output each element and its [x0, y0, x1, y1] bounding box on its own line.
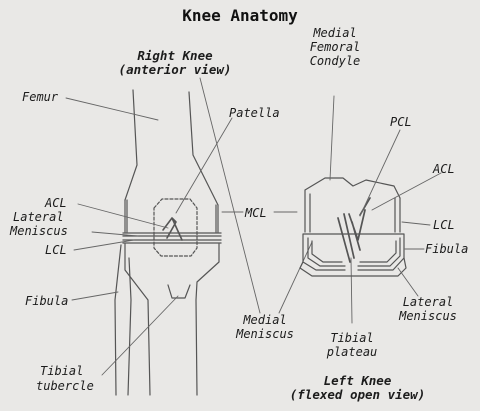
right-acl: [162, 217, 183, 241]
right-knee-heading-line1: Right Knee: [137, 48, 213, 63]
left-knee-heading-line1: Left Knee: [323, 373, 392, 388]
label-left-fibula: Fibula: [425, 242, 469, 256]
right-knee-drawing: [65, 89, 233, 396]
label-left-lateral-meniscus-2: Meniscus: [399, 309, 457, 323]
label-pcl: PCL: [390, 115, 412, 129]
label-tibial-plateau-1: Tibial: [330, 331, 374, 345]
left-knee-heading-line2: (flexed open view): [289, 387, 426, 402]
right-menisci: [122, 232, 222, 244]
label-tibial-plateau-2: plateau: [326, 345, 378, 359]
left-femoral-condyles: [304, 177, 401, 233]
label-tibial-plateau: Tibial plateau: [322, 331, 382, 359]
right-patella: [153, 198, 198, 257]
right-joint-block: [124, 199, 219, 233]
label-mfc-3: Condyle: [309, 54, 361, 68]
label-right-fibula: Fibula: [25, 294, 69, 308]
label-patella: Patella: [229, 106, 280, 120]
right-leader-lines: [65, 97, 233, 376]
label-left-acl: ACL: [433, 162, 455, 176]
label-right-lateral-meniscus-2: Meniscus: [10, 224, 68, 238]
right-fibula-outline: [114, 244, 132, 396]
left-knee-drawing: [299, 95, 442, 297]
label-left-lateral-meniscus-1: Lateral: [402, 295, 454, 309]
label-medial-femoral-condyle: Medial Femoral Condyle: [300, 26, 370, 68]
label-medial-meniscus-1: Medial: [243, 313, 287, 327]
label-mfc-2: Femoral: [309, 40, 361, 54]
label-medial-meniscus-2: Meniscus: [236, 327, 294, 341]
label-mcl: MCL: [245, 206, 267, 220]
right-femur-outline: [124, 89, 219, 206]
label-medial-meniscus: Medial Meniscus: [232, 313, 298, 341]
right-knee-heading-line2: (anterior view): [118, 62, 232, 77]
left-leader-lines: [329, 95, 442, 297]
label-right-lateral-meniscus-1: Lateral: [13, 210, 64, 224]
label-left-lateral-meniscus: Lateral Meniscus: [392, 295, 464, 323]
right-knee-heading: Right Knee (anterior view): [95, 49, 255, 77]
right-tibia-outline: [124, 243, 220, 396]
left-tibial-plateau: [299, 257, 407, 277]
label-tibial-tubercle-2: tubercle: [36, 379, 94, 393]
label-right-lcl: LCL: [45, 243, 67, 257]
left-cruciates: [337, 197, 371, 263]
label-left-lcl: LCL: [433, 218, 455, 232]
label-femur: Femur: [22, 90, 59, 104]
label-tibial-tubercle-1: Tibial: [40, 364, 84, 378]
label-right-acl: ACL: [45, 196, 67, 210]
label-mfc-1: Medial: [313, 26, 357, 40]
left-knee-heading: Left Knee (flexed open view): [265, 374, 450, 402]
shared-leader-lines: [199, 77, 353, 324]
right-tibial-tubercle: [167, 284, 191, 299]
diagram-title: Knee Anatomy: [182, 6, 298, 25]
left-menisci: [302, 233, 405, 271]
